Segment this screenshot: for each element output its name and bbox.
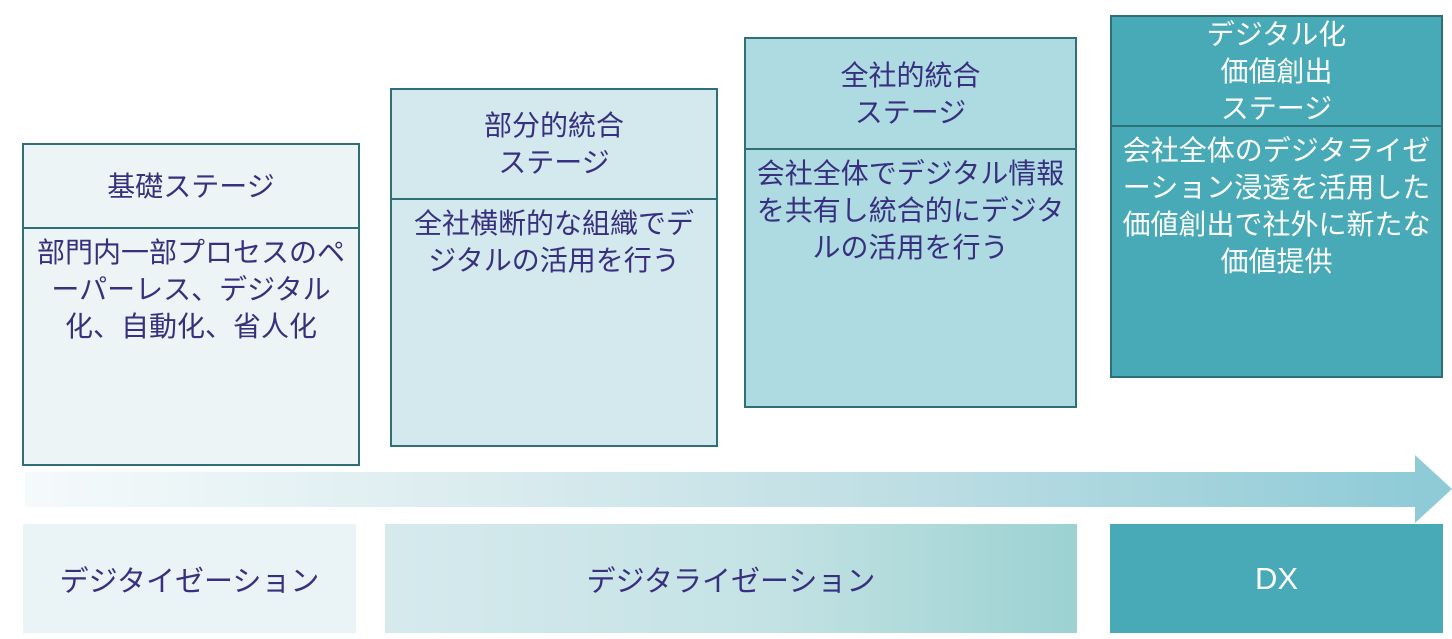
stage-description-company-wide-integration: 会社全体でデジタル情報を共有し統合的にデジタルの活用を行う <box>756 158 1065 263</box>
progress-arrow-head-icon <box>1415 455 1452 523</box>
progress-arrow-tail <box>25 472 1415 507</box>
phase-label-digitization: デジタイゼーション <box>59 565 320 598</box>
stage-box-company-wide-integration: 全社的統合 ステージ 会社全体でデジタル情報を共有し統合的にデジタルの活用を行う <box>744 37 1077 408</box>
phase-label-dx: DX <box>1254 560 1299 596</box>
stage-description-foundation: 部門内一部プロセスのペーパーレス、デジタル化、自動化、省人化 <box>36 237 345 342</box>
stage-description-digital-value-creation: 会社全体のデジタライゼーション浸透を活用した価値創出で社外に新たな価値提供 <box>1122 135 1431 277</box>
phase-bar-dx: DX <box>1110 524 1443 633</box>
phase-label-digitalization: デジタライゼーション <box>586 565 876 598</box>
stage-title-digital-value-creation: デジタル化 価値創出 ステージ <box>1112 17 1441 127</box>
stage-title-company-wide-integration: 全社的統合 ステージ <box>746 39 1075 150</box>
phase-bar-digitalization: デジタライゼーション <box>385 524 1077 633</box>
stage-title-partial-integration: 部分的統合 ステージ <box>392 90 716 200</box>
stage-title-foundation: 基礎ステージ <box>24 145 358 229</box>
stage-box-partial-integration: 部分的統合 ステージ 全社横断的な組織でデジタルの活用を行う <box>390 88 718 447</box>
stage-box-digital-value-creation: デジタル化 価値創出 ステージ 会社全体のデジタライゼーション浸透を活用した価値… <box>1110 15 1443 378</box>
stage-description-partial-integration: 全社横断的な組織でデジタルの活用を行う <box>413 208 694 276</box>
stage-box-foundation: 基礎ステージ 部門内一部プロセスのペーパーレス、デジタル化、自動化、省人化 <box>22 143 360 466</box>
phase-bar-digitization: デジタイゼーション <box>23 524 356 633</box>
